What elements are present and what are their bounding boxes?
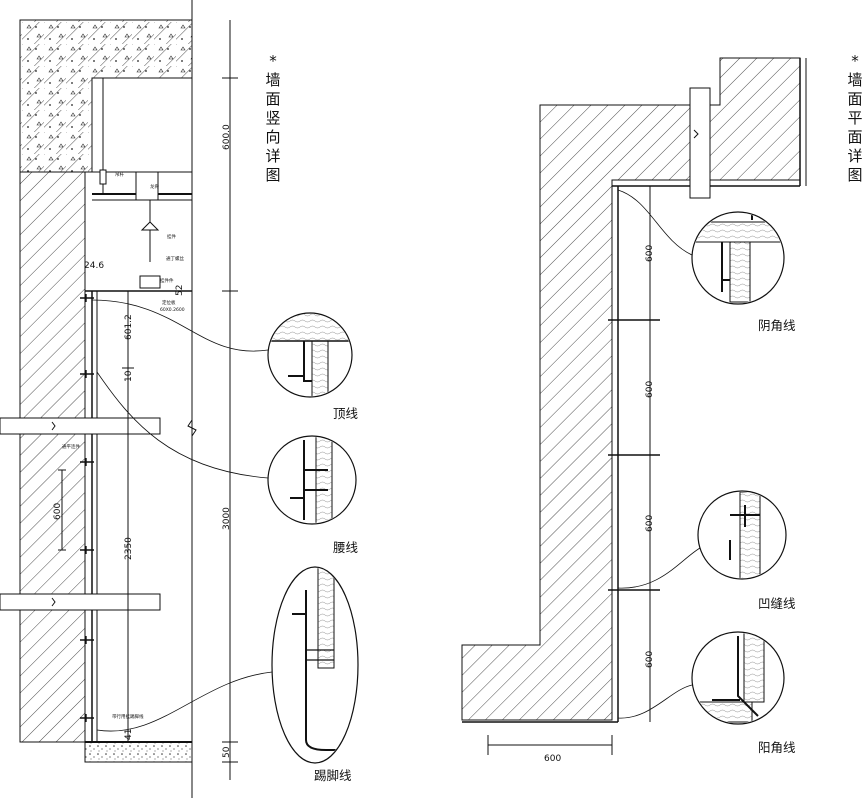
label-inner-corner: 阴角线 bbox=[758, 318, 796, 333]
callout-groove-line bbox=[617, 490, 787, 589]
label-outer-corner: 阳角线 bbox=[758, 740, 796, 755]
tiny-a: 吊杆 bbox=[115, 171, 124, 178]
dim-52: 52 bbox=[175, 285, 185, 296]
dim-41: 41 bbox=[124, 729, 134, 740]
dim-50: 50 bbox=[222, 746, 232, 758]
callout-waist-line bbox=[96, 371, 357, 525]
dim-plan-3: 600 bbox=[645, 515, 655, 532]
label-top-line: 顶线 bbox=[333, 406, 359, 421]
dim-600-side: 600 bbox=[53, 503, 63, 520]
dim-plan-bottom: 600 bbox=[544, 754, 561, 764]
callout-skirting bbox=[96, 566, 359, 764]
callout-outer-corner bbox=[617, 631, 785, 725]
dim-2350: 2350 bbox=[124, 537, 134, 560]
tiny-g: 60X0.2600 bbox=[160, 307, 185, 313]
dim-601: 601.2 bbox=[124, 314, 134, 340]
dim-plan-2: 600 bbox=[645, 381, 655, 398]
dim-3000: 3000 bbox=[222, 507, 232, 530]
label-skirting: 踢脚线 bbox=[314, 768, 352, 783]
tiny-i: 带行用挂踢脚线 bbox=[112, 713, 144, 720]
dim-plan-4: 600 bbox=[645, 651, 655, 668]
label-groove-line: 凹缝线 bbox=[758, 596, 796, 611]
dim-plan-1: 600 bbox=[645, 245, 655, 262]
dim-10: 10 bbox=[124, 370, 134, 382]
title-vertical-detail: *墙面竖向详图 bbox=[265, 52, 281, 184]
tiny-c: 挂件 bbox=[167, 233, 176, 240]
tiny-b: 龙骨 bbox=[150, 183, 159, 190]
tiny-f: 定位板 bbox=[162, 299, 176, 306]
dim-24-6: 24.6 bbox=[84, 261, 104, 271]
label-waist-line: 腰线 bbox=[333, 540, 359, 555]
tiny-d: 通丁螺丝 bbox=[166, 255, 184, 262]
tiny-e: 挂件件 bbox=[160, 277, 174, 284]
title-plan-detail: *墙面平面详图 bbox=[847, 52, 863, 184]
dim-600-top: 600.0 bbox=[222, 124, 232, 150]
vertical-section bbox=[0, 0, 238, 798]
callout-inner-corner bbox=[617, 189, 785, 305]
plan-section bbox=[461, 57, 807, 755]
tiny-h: 通平连件 bbox=[62, 443, 80, 450]
